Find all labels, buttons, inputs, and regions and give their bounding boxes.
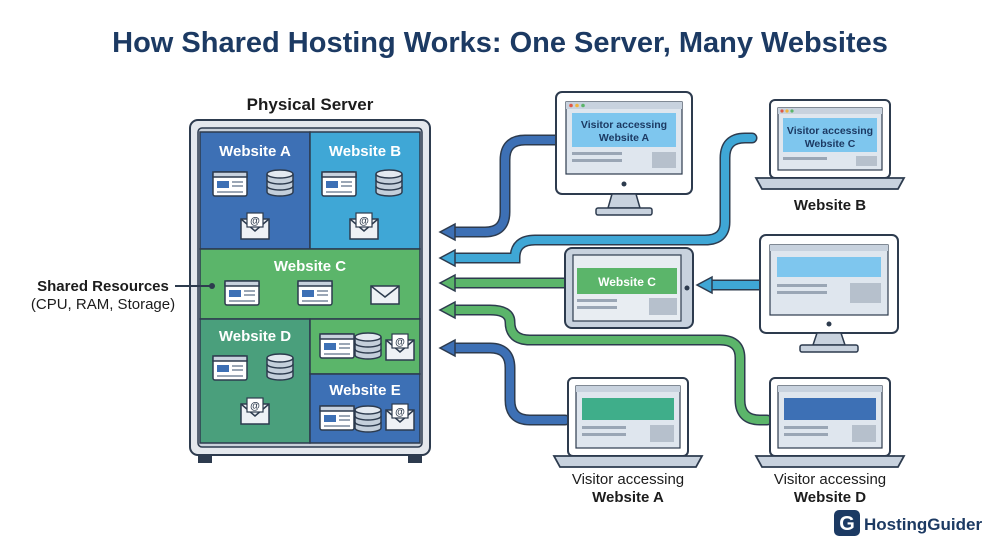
window-icon <box>319 405 355 431</box>
monitor-right <box>759 234 899 353</box>
tablet-website-c: Website C <box>564 247 694 329</box>
server-label: Physical Server <box>247 95 374 114</box>
server-website-e: Website E <box>309 373 421 444</box>
laptop-visitor-a <box>552 377 704 468</box>
server-shared-cell <box>309 318 421 375</box>
monitor-top-screen-line2: Website A <box>599 132 650 144</box>
laptop-top-screen-line1: Visitor accessing <box>787 125 873 137</box>
brand-mark: G <box>839 513 855 535</box>
website-c-label: Website C <box>274 258 346 275</box>
window-icon <box>319 333 355 359</box>
laptop-top-caption: Website B <box>794 197 866 214</box>
window-icon <box>212 171 248 197</box>
database-icon <box>354 332 382 360</box>
laptop-br-caption-line1: Visitor accessing <box>774 471 886 488</box>
laptop-br-caption-line2: Website D <box>794 489 866 506</box>
tablet-screen-label: Website C <box>598 275 656 289</box>
server-website-d: Website D <box>199 318 311 444</box>
website-b-label: Website B <box>329 143 401 160</box>
window-icon <box>224 280 260 306</box>
brand-logo: G HostingGuider <box>834 510 982 536</box>
laptop-bl-caption-line1: Visitor accessing <box>572 471 684 488</box>
database-icon <box>266 353 294 381</box>
monitor-visitor-a: Visitor accessing Website A <box>555 91 693 216</box>
brand-name: HostingGuider <box>864 515 982 534</box>
database-icon <box>354 405 382 433</box>
website-e-label: Website E <box>329 382 400 399</box>
connection-arrows <box>438 132 773 426</box>
shared-resources-label: Shared Resources <box>37 278 169 295</box>
window-icon <box>212 355 248 381</box>
window-icon <box>321 171 357 197</box>
window-icon <box>297 280 333 306</box>
laptop-top-screen-line2: Website C <box>805 138 856 150</box>
laptop-visitor-d <box>754 377 906 468</box>
shared-resources-detail: (CPU, RAM, Storage) <box>31 296 175 313</box>
server-website-b: Website B <box>309 131 421 250</box>
monitor-top-screen-line1: Visitor accessing <box>581 119 667 131</box>
laptop-bl-caption-line2: Website A <box>592 489 664 506</box>
website-d-label: Website D <box>219 328 291 345</box>
server-website-c: Website C <box>199 248 421 320</box>
laptop-visitor-c: Visitor accessing Website C <box>754 99 906 190</box>
email-icon <box>370 285 400 305</box>
website-a-label: Website A <box>219 143 291 160</box>
page-title: How Shared Hosting Works: One Server, Ma… <box>112 27 888 59</box>
database-icon <box>266 169 294 197</box>
database-icon <box>375 169 403 197</box>
server-website-a: Website A <box>199 131 311 250</box>
